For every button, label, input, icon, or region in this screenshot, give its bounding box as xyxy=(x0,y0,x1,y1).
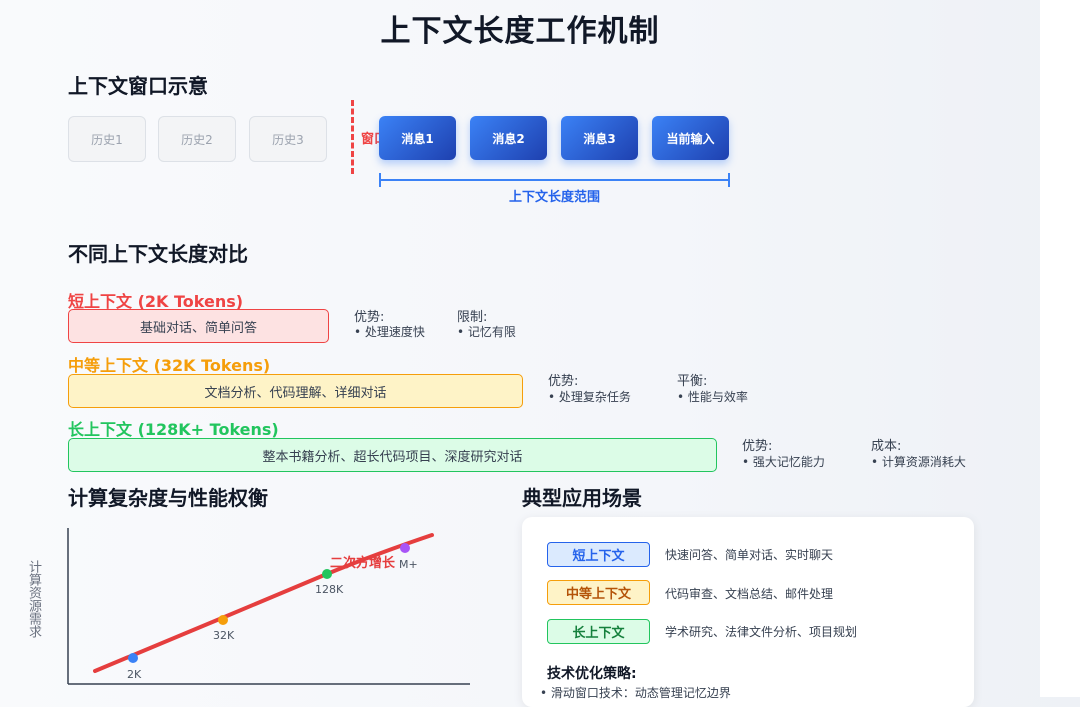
chart-point-2k xyxy=(128,653,138,663)
medium-context-bar: 文档分析、代码理解、详细对话 xyxy=(68,374,523,408)
history-block-2: 历史2 xyxy=(158,116,236,162)
long-adv-heading: 优势: xyxy=(742,439,773,454)
growth-curve xyxy=(93,533,434,673)
scenario-tag-medium: 中等上下文 xyxy=(547,580,650,605)
range-line xyxy=(379,179,730,181)
complexity-section-title: 计算复杂度与性能权衡 xyxy=(68,486,268,510)
chart-point-32k xyxy=(218,615,228,625)
scenario-tag-short: 短上下文 xyxy=(547,542,650,567)
chart-y-axis-label: 计算资源需求 xyxy=(26,560,41,638)
strategy-item-1: • 滑动窗口技术：动态管理记忆边界 xyxy=(540,686,731,700)
long-cost-body: • 计算资源消耗大 xyxy=(871,455,966,469)
scenario-section-title: 典型应用场景 xyxy=(522,486,642,510)
short-context-title: 短上下文 (2K Tokens) xyxy=(68,292,244,311)
range-label: 上下文长度范围 xyxy=(508,190,600,205)
short-context-bar: 基础对话、简单问答 xyxy=(68,309,329,343)
compare-section-title: 不同上下文长度对比 xyxy=(68,242,248,266)
short-adv-heading: 优势: xyxy=(354,310,385,325)
long-adv-body: • 强大记忆能力 xyxy=(742,455,825,469)
message-block-3: 消息3 xyxy=(561,116,638,160)
range-tick-left xyxy=(379,173,381,187)
short-adv-body: • 处理速度快 xyxy=(354,325,425,339)
window-section-title: 上下文窗口示意 xyxy=(68,74,208,98)
message-block-1: 消息1 xyxy=(379,116,456,160)
scenario-tag-long: 长上下文 xyxy=(547,619,650,644)
strategy-title: 技术优化策略: xyxy=(547,666,637,682)
message-block-2: 消息2 xyxy=(470,116,547,160)
short-limit-body: • 记忆有限 xyxy=(457,325,516,339)
long-context-bar: 整本书籍分析、超长代码项目、深度研究对话 xyxy=(68,438,717,472)
curve-label: 二次方增长 xyxy=(330,555,396,571)
scenario-desc-long: 学术研究、法律文件分析、项目规划 xyxy=(665,625,858,639)
range-tick-right xyxy=(728,173,730,187)
chart-point-label: 2K xyxy=(127,668,142,681)
long-context-title: 长上下文 (128K+ Tokens) xyxy=(68,420,279,439)
scenario-desc-medium: 代码审查、文档总结、邮件处理 xyxy=(665,587,834,601)
page-title: 上下文长度工作机制 xyxy=(380,14,660,49)
chart-point-m xyxy=(400,543,410,553)
medium-context-title: 中等上下文 (32K Tokens) xyxy=(68,356,271,375)
medium-adv-heading: 优势: xyxy=(548,374,579,389)
medium-adv-body: • 处理复杂任务 xyxy=(548,390,631,404)
window-boundary-label: 窗口 xyxy=(361,132,381,147)
chart-point-128k xyxy=(322,569,332,579)
complexity-chart: 二次方增长 2K 32K 128K M+ xyxy=(67,528,470,685)
scenario-card: 短上下文 快速问答、简单对话、实时聊天 中等上下文 代码审查、文档总结、邮件处理… xyxy=(522,517,974,707)
medium-balance-body: • 性能与效率 xyxy=(677,390,748,404)
chart-point-label: M+ xyxy=(399,558,418,571)
right-edge-panel xyxy=(1040,0,1080,697)
scenario-desc-short: 快速问答、简单对话、实时聊天 xyxy=(665,548,834,562)
current-input-block: 当前输入 xyxy=(652,116,729,160)
chart-point-label: 32K xyxy=(213,629,235,642)
chart-point-label: 128K xyxy=(315,583,344,596)
long-cost-heading: 成本: xyxy=(871,439,902,454)
window-boundary-divider xyxy=(351,100,354,174)
history-block-1: 历史1 xyxy=(68,116,146,162)
history-block-3: 历史3 xyxy=(249,116,327,162)
medium-balance-heading: 平衡: xyxy=(677,374,708,389)
short-limit-heading: 限制: xyxy=(457,310,488,325)
